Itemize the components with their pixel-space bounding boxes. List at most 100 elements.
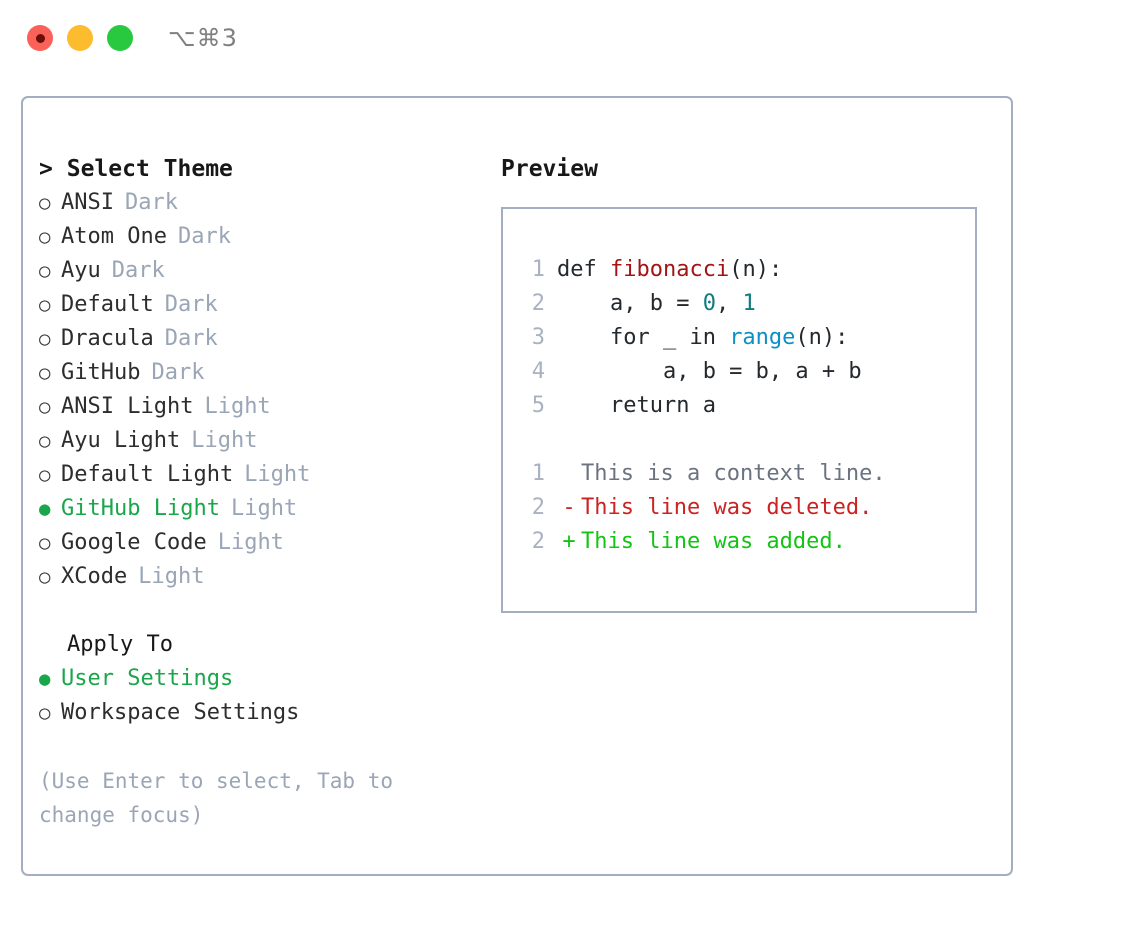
- apply-to-option-workspace-settings[interactable]: ○Workspace Settings: [39, 696, 479, 730]
- radio-icon-selected: ●: [39, 668, 51, 690]
- traffic-light-controls: [27, 25, 133, 51]
- theme-variant-badge: Dark: [151, 360, 205, 385]
- code-token: a, b =: [557, 291, 703, 316]
- line-number: 4: [531, 359, 545, 384]
- theme-option-label: ANSI Light: [61, 394, 194, 419]
- theme-option-github-light[interactable]: ● GitHub Light Light: [39, 492, 479, 526]
- theme-variant-badge: Light: [138, 564, 205, 589]
- theme-option-label: Google Code: [61, 530, 207, 555]
- theme-option-label: Atom One: [61, 224, 167, 249]
- radio-icon: ○: [39, 192, 51, 214]
- minimize-button[interactable]: [67, 25, 93, 51]
- diff-text: This is a context line.: [581, 461, 886, 486]
- theme-variant-badge: Light: [204, 394, 271, 419]
- code-token-builtin: range: [729, 325, 796, 350]
- radio-icon: ○: [39, 362, 51, 384]
- theme-option-default-light[interactable]: ○ Default Light Light: [39, 458, 479, 492]
- page-title-text: Select Theme: [66, 156, 233, 182]
- theme-variant-badge: Light: [191, 428, 258, 453]
- code-line: 3 for _ in range(n):: [515, 321, 975, 355]
- theme-option-label: Ayu Light: [61, 428, 181, 453]
- code-token: ,: [715, 291, 743, 316]
- theme-option-ansi-light[interactable]: ○ ANSI Light Light: [39, 390, 479, 424]
- code-token: for _ in: [557, 325, 730, 350]
- title-bar: ⌥⌘3: [0, 0, 1140, 78]
- diff-line-deleted: 2-This line was deleted.: [515, 491, 975, 525]
- theme-option-label: GitHub Light: [61, 496, 220, 521]
- theme-option-ayu[interactable]: ○ Ayu Dark: [39, 254, 479, 288]
- radio-icon: ○: [39, 328, 51, 350]
- code-line: 4 a, b = b, a + b: [515, 355, 975, 389]
- zoom-button[interactable]: [107, 25, 133, 51]
- theme-option-label: Ayu: [61, 258, 101, 283]
- apply-to-option-label: User Settings: [61, 666, 234, 691]
- theme-variant-badge: Dark: [177, 224, 231, 249]
- radio-icon: ○: [39, 464, 51, 486]
- code-token-function: fibonacci: [609, 257, 730, 282]
- theme-variant-badge: Dark: [164, 292, 218, 317]
- diff-text: This line was deleted.: [581, 495, 873, 520]
- line-number: 1: [531, 257, 545, 282]
- theme-option-label: Default Light: [61, 462, 234, 487]
- radio-icon: ○: [39, 566, 51, 588]
- keyboard-shortcut-label: ⌥⌘3: [168, 24, 238, 52]
- code-token-number: 1: [742, 291, 756, 316]
- line-number: 3: [531, 325, 545, 350]
- code-line: 2 a, b = 0, 1: [515, 287, 975, 321]
- radio-icon: ○: [39, 260, 51, 282]
- theme-option-atom-one[interactable]: ○ Atom One Dark: [39, 220, 479, 254]
- line-number: 5: [531, 393, 545, 418]
- theme-variant-badge: Dark: [164, 326, 218, 351]
- apply-to-option-user-settings[interactable]: ● User Settings: [39, 662, 479, 696]
- theme-option-label: Default: [61, 292, 154, 317]
- code-token: (n):: [795, 325, 849, 350]
- theme-option-google-code[interactable]: ○ Google Code Light: [39, 526, 479, 560]
- radio-icon: ○: [39, 702, 51, 724]
- diff-sign-plus: +: [562, 529, 576, 554]
- theme-option-ayu-light[interactable]: ○ Ayu Light Light: [39, 424, 479, 458]
- radio-icon: ○: [39, 430, 51, 452]
- line-number: 2: [531, 495, 545, 520]
- caret-icon: >: [39, 156, 53, 182]
- apply-to-heading: Apply To: [67, 632, 173, 657]
- code-line: 1 def fibonacci(n):: [515, 253, 975, 287]
- code-token: def: [557, 257, 610, 282]
- theme-option-label: XCode: [61, 564, 128, 589]
- keyboard-hint-text: (Use Enter to select, Tab to change focu…: [39, 769, 406, 827]
- line-number: 2: [531, 291, 545, 316]
- theme-option-github[interactable]: ○ GitHub Dark: [39, 356, 479, 390]
- radio-icon: ○: [39, 226, 51, 248]
- radio-icon: ○: [39, 532, 51, 554]
- theme-variant-badge: Light: [244, 462, 311, 487]
- code-token-number: 0: [702, 291, 716, 316]
- theme-variant-badge: Dark: [111, 258, 165, 283]
- line-number: 1: [531, 461, 545, 486]
- close-button[interactable]: [27, 25, 53, 51]
- theme-variant-badge: Light: [230, 496, 298, 521]
- radio-icon: ○: [39, 396, 51, 418]
- code-token: return a: [557, 393, 716, 418]
- diff-line-context: 1 This is a context line.: [515, 457, 975, 491]
- preview-spacer: [515, 423, 975, 457]
- theme-option-xcode[interactable]: ○ XCode Light: [39, 560, 479, 594]
- radio-icon-selected: ●: [39, 498, 51, 520]
- code-token: (n):: [729, 257, 783, 282]
- theme-option-label: GitHub: [61, 360, 141, 385]
- theme-variant-badge: Light: [217, 530, 284, 555]
- preview-heading: Preview: [501, 156, 598, 182]
- diff-text: This line was added.: [581, 529, 846, 554]
- theme-variant-badge: Dark: [124, 190, 178, 215]
- diff-sign-minus: -: [562, 495, 576, 520]
- code-token: a, b = b, a + b: [557, 359, 862, 384]
- diff-sign: [557, 457, 581, 491]
- diff-line-added: 2+This line was added.: [515, 525, 975, 559]
